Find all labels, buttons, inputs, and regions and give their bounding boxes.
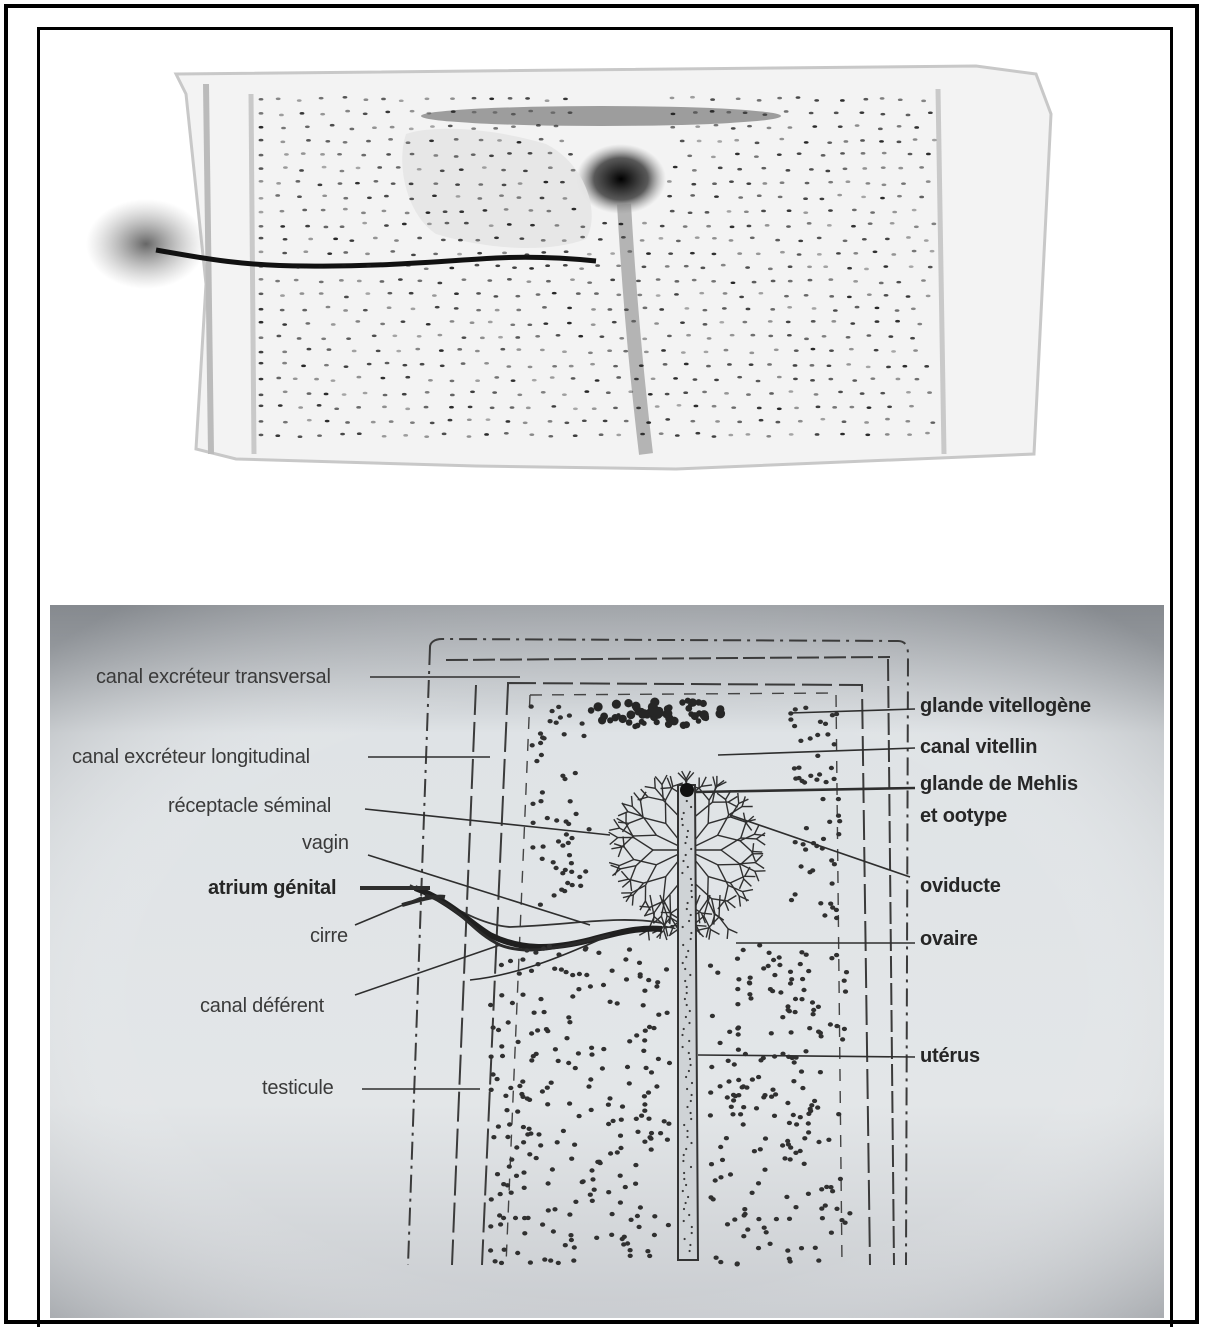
label-receptacle-seminal: réceptacle séminal — [168, 795, 331, 818]
label-vagin: vagin — [302, 832, 349, 855]
label-canal-deferent: canal déférent — [200, 995, 324, 1018]
label-et-ootype: et ootype — [920, 805, 1007, 828]
label-canal-excreteur-longitudinal: canal excréteur longitudinal — [72, 746, 310, 769]
label-cirre: cirre — [310, 925, 348, 948]
proglottid-photo — [76, 54, 1060, 484]
label-glande-de-mehlis: glande de Mehlis — [920, 773, 1078, 796]
label-testicule: testicule — [262, 1077, 334, 1100]
proglottid-diagram: canal excréteur transversal canal excrét… — [50, 605, 1164, 1318]
label-atrium-genital: atrium génital — [208, 877, 336, 900]
proglottid-photo-graphic — [76, 54, 1060, 484]
label-oviducte: oviducte — [920, 875, 1001, 898]
label-canal-vitellin: canal vitellin — [920, 736, 1037, 759]
label-uterus: utérus — [920, 1045, 980, 1068]
label-glande-vitellogene: glande vitellogène — [920, 695, 1091, 718]
label-canal-excreteur-transversal: canal excréteur transversal — [96, 666, 331, 689]
label-ovaire: ovaire — [920, 928, 978, 951]
